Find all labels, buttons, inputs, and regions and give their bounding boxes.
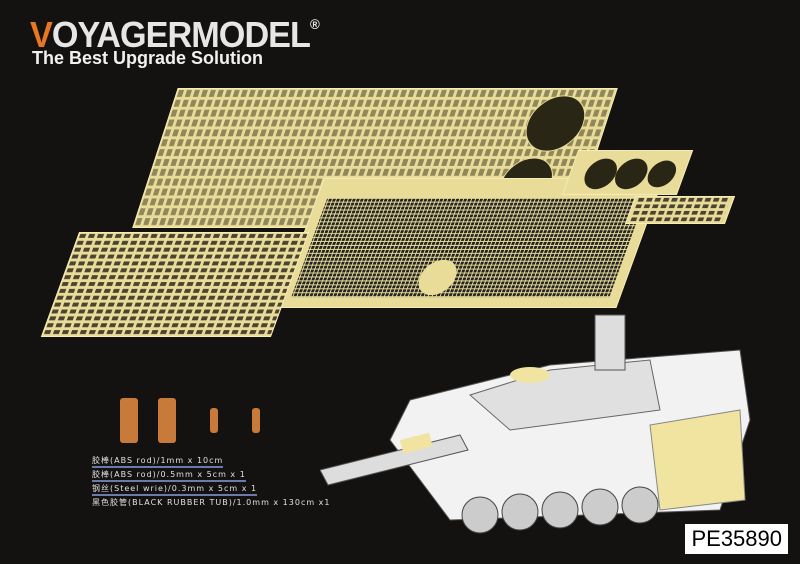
parts-list-item: 胶棒(ABS rod)/0.5mm x 5cm x 1 <box>92 469 331 483</box>
logo-model: MODEL <box>191 14 311 55</box>
parts-list: 胶棒(ABS rod)/1mm x 10cm 胶棒(ABS rod)/0.5mm… <box>92 455 331 511</box>
rubber-part <box>158 398 176 443</box>
logo-voyager: VOYAGER <box>30 14 192 55</box>
registered-mark: ® <box>309 16 320 32</box>
pe-sheet-small-1 <box>561 150 694 195</box>
pe-sheet-mesh <box>276 178 664 308</box>
product-code: PE35890 <box>685 524 788 554</box>
pe-sheet-left <box>40 232 310 337</box>
pe-sheet-small-2 <box>624 196 736 224</box>
resin-part <box>210 408 218 433</box>
parts-list-item: 钢丝(Steel wrie)/0.3mm x 5cm x 1 <box>92 483 331 497</box>
brand-logo: VOYAGERMODEL® <box>30 14 320 56</box>
parts-list-item: 黑色胶管(BLACK RUBBER TUB)/1.0mm x 130cm x1 <box>92 498 331 507</box>
parts-list-item: 胶棒(ABS rod)/1mm x 10cm <box>92 455 331 469</box>
tagline: The Best Upgrade Solution <box>32 48 264 68</box>
rubber-part <box>120 398 138 443</box>
resin-part <box>252 408 260 433</box>
tank-illustration <box>320 314 751 534</box>
